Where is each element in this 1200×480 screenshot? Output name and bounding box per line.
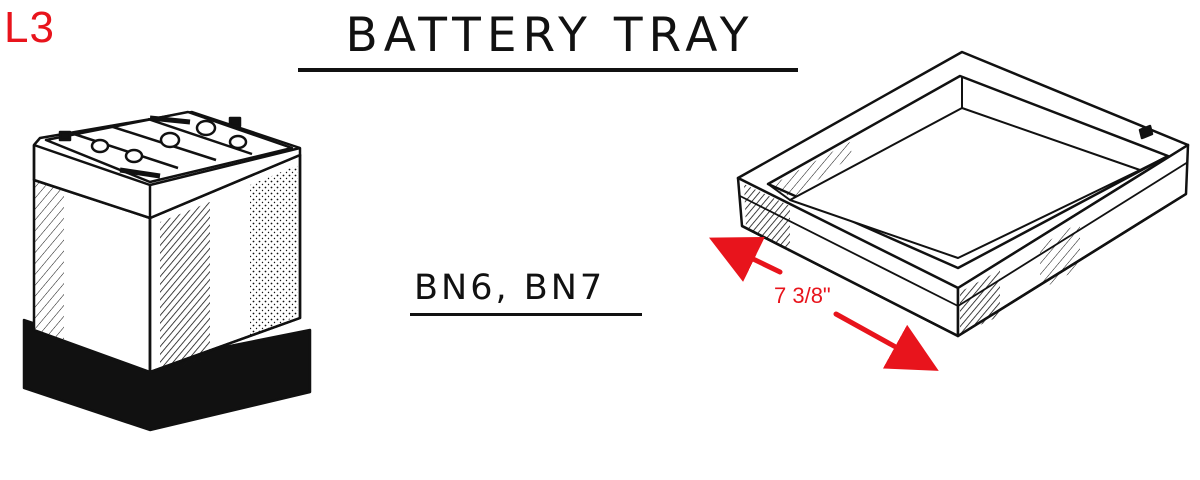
model-applicability-label: BN6, BN7	[414, 268, 606, 308]
dimension-arrows	[708, 236, 939, 371]
models-underline	[410, 313, 642, 316]
tray-width-dimension: 7 3/8"	[774, 283, 831, 308]
diagram-title: BATTERY TRAY	[345, 8, 755, 63]
dimension-arrow-left	[708, 236, 783, 282]
title-underline	[298, 68, 798, 72]
battery-tray-illustration	[736, 50, 1190, 338]
battery-illustration	[22, 110, 312, 432]
part-code-label: L3	[4, 3, 55, 52]
dimension-arrow-right	[833, 311, 939, 371]
